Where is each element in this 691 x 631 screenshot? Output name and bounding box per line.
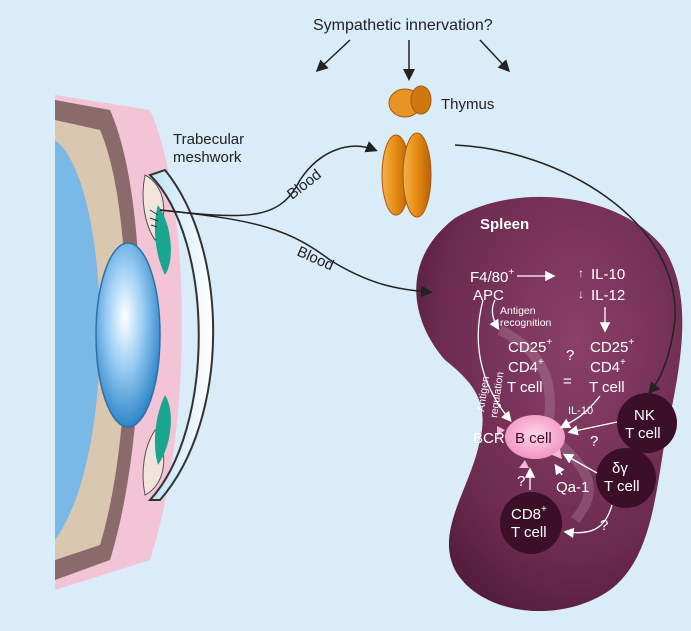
thymus-lobe-right bbox=[402, 132, 432, 218]
ciliary-top bbox=[154, 205, 171, 275]
bcr-receptors bbox=[497, 426, 562, 468]
question-cd8: ? bbox=[517, 473, 525, 490]
arrow-blood-thymus bbox=[159, 141, 378, 217]
bcr-label: BCR bbox=[473, 430, 505, 447]
arrow-blood-spleen bbox=[159, 209, 433, 298]
spleen bbox=[416, 196, 683, 612]
antigen-recognition-1: Antigen bbox=[500, 305, 536, 317]
bcell-label: B cell bbox=[515, 430, 552, 447]
f4-label: F4/80+ bbox=[470, 267, 514, 286]
arrows bbox=[159, 39, 676, 539]
cd4-left: CD4+ bbox=[508, 357, 544, 376]
nk-label-2: T cell bbox=[625, 425, 661, 442]
thymus bbox=[381, 85, 432, 218]
cd8-cell bbox=[500, 492, 562, 554]
cd4-right: CD4+ bbox=[590, 357, 626, 376]
b-cell bbox=[505, 415, 565, 459]
tcell-left: T cell bbox=[507, 379, 543, 396]
qa1-label: Qa-1 bbox=[556, 479, 589, 496]
blood-lower-label: Blood bbox=[294, 243, 336, 274]
nk-label-1: NK bbox=[634, 407, 655, 424]
dg-cell bbox=[596, 448, 656, 508]
eye bbox=[55, 95, 215, 590]
apc-label: APC bbox=[473, 287, 504, 304]
nk-cell bbox=[617, 393, 677, 453]
arrow-antigen-recognition bbox=[489, 299, 500, 331]
dg-label-2: T cell bbox=[604, 478, 640, 495]
equals-sign: = bbox=[563, 373, 572, 390]
blood-upper-label: Blood bbox=[284, 166, 325, 203]
arrow-thymus-nk bbox=[454, 144, 676, 395]
il10-small: IL-10 bbox=[568, 405, 593, 417]
cornea bbox=[147, 168, 215, 501]
meshwork-lines bbox=[149, 209, 159, 228]
il10-label: IL-10 bbox=[591, 266, 625, 283]
il12-down-arrow: ↓ bbox=[578, 287, 584, 301]
vitreous bbox=[55, 140, 101, 540]
thymus-top-right bbox=[410, 85, 432, 115]
antigen-regulation-1: Antigen bbox=[475, 375, 492, 412]
trabecular-label-2: meshwork bbox=[173, 149, 242, 166]
il12-label: IL-12 bbox=[591, 287, 625, 304]
tcell-right: T cell bbox=[589, 379, 625, 396]
lens bbox=[95, 242, 161, 428]
innervation-label: Sympathetic innervation? bbox=[313, 17, 493, 34]
question-mid: ? bbox=[566, 347, 574, 364]
cd8-label-2: T cell bbox=[511, 524, 547, 541]
arrow-qa1 bbox=[554, 463, 565, 476]
spleen-label: Spleen bbox=[480, 216, 529, 233]
cd25-right: CD25+ bbox=[590, 337, 634, 356]
arrow-tcell-bcell bbox=[559, 395, 601, 429]
cd8-label-1: CD8+ bbox=[511, 504, 547, 523]
arrow-innervation-right bbox=[479, 39, 511, 73]
labels: Sympathetic innervation? Thymus Trabecul… bbox=[173, 17, 661, 541]
question-nk: ? bbox=[590, 433, 598, 450]
question-bottom: ? bbox=[600, 517, 608, 534]
arrow-antigen-regulation bbox=[477, 299, 512, 422]
il10-up-arrow: ↑ bbox=[578, 266, 584, 280]
cd25-left: CD25+ bbox=[508, 337, 552, 356]
arrow-dg-cd8 bbox=[563, 504, 613, 539]
ciliary-bottom bbox=[154, 395, 171, 465]
dg-label-1: δγ bbox=[612, 460, 628, 477]
arrow-innervation-left bbox=[315, 39, 351, 73]
trabecular-label-1: Trabecular bbox=[173, 131, 244, 148]
arrow-nk-bcell bbox=[567, 421, 618, 436]
antigen-recognition-2: recognition bbox=[500, 317, 552, 329]
arrow-dg-bcell bbox=[562, 453, 598, 474]
thymus-label: Thymus bbox=[441, 96, 494, 113]
